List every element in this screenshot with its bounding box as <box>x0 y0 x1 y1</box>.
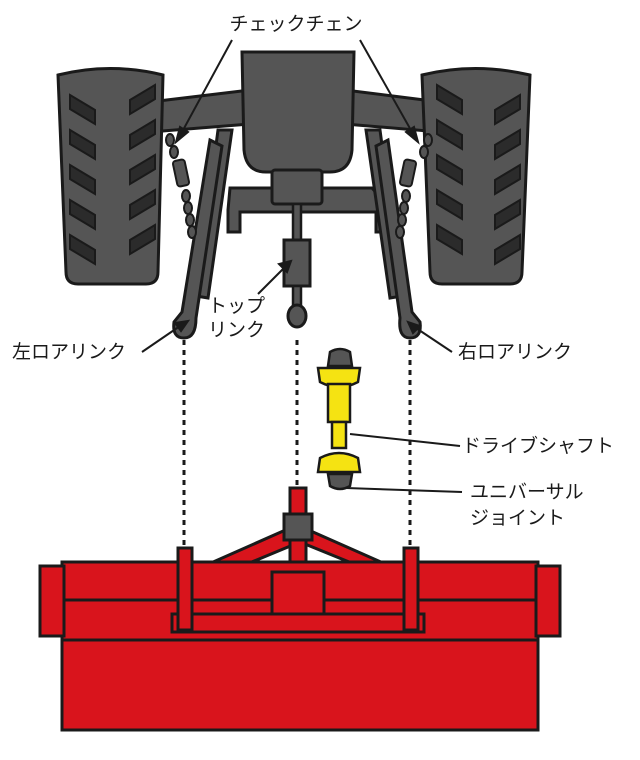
drive-shaft <box>316 347 362 491</box>
right-check-chain <box>395 133 433 239</box>
connection-guides <box>182 340 412 548</box>
right-side-plate <box>534 564 562 638</box>
mast-clamp <box>282 512 314 542</box>
pto-housing <box>270 168 324 206</box>
implement <box>38 486 562 732</box>
leader-lines <box>141 39 463 493</box>
label-right-lower-link: 右ロアリンク <box>458 341 572 363</box>
label-check-chain: チェックチェン <box>229 13 362 35</box>
transmission-housing <box>240 50 356 174</box>
label-drive-shaft: ドライブシャフト <box>462 434 614 457</box>
label-top-link-line2: リンク <box>208 319 265 341</box>
label-universal-joint-line2: ジョイント <box>470 507 565 529</box>
top-link <box>282 202 312 329</box>
tractor-rear <box>56 50 532 340</box>
label-left-lower-link: 左ロアリンク <box>12 341 126 363</box>
left-side-plate <box>38 564 66 638</box>
right-lower-link <box>374 137 422 340</box>
upper-universal-joint <box>326 347 354 368</box>
rear-cover <box>60 638 540 732</box>
right-tire <box>420 67 532 286</box>
left-check-chain <box>165 133 197 239</box>
label-universal-joint-line1: ユニバーサル <box>470 481 584 503</box>
lower-universal-joint <box>326 472 354 491</box>
left-lower-link <box>172 137 224 340</box>
label-top-link-line1: トップ <box>208 295 265 317</box>
left-tire <box>56 67 165 286</box>
